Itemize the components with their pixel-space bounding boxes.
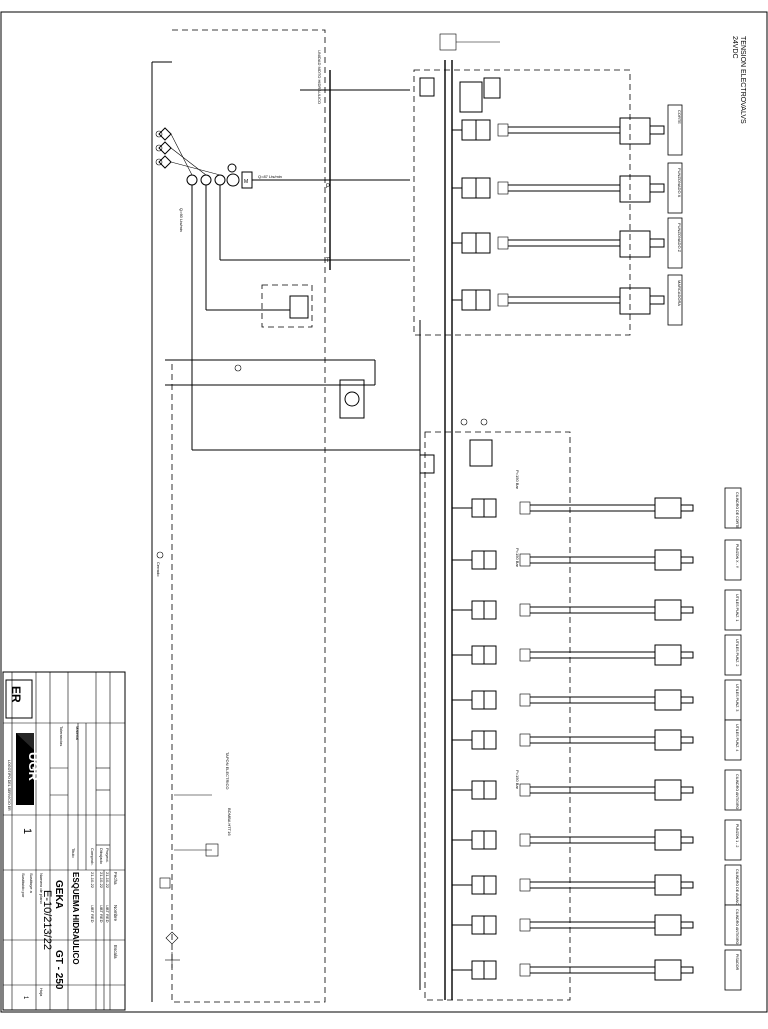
voltage-note-1: TENSION ELECTROVALVS [739, 36, 746, 124]
pressure-mark-1: P=150 Bar [515, 470, 520, 490]
sheet-frame [0, 11, 768, 1013]
lower-section-1: CILINDRO DE CORTE [452, 487, 742, 529]
sheet-label: Hoja [39, 988, 44, 997]
name-1: UBT RED [105, 905, 110, 923]
sheet-number: 1 [22, 996, 28, 1000]
upper-section-3: PUNZONADO Z [452, 217, 683, 269]
svg-text:M: M [244, 179, 248, 185]
lower-label-box-4 [724, 634, 742, 676]
pressure-mark-2: P=150 Bar [515, 548, 520, 568]
label-numero-plano: Numero de plano [39, 873, 44, 904]
date-2: 21-10-22 [99, 872, 104, 889]
upper-valve-sections: CORTE PUNZONADO X PUNZONADO Z MARCADORA [452, 104, 683, 326]
plan-number: E-10/213/22 [41, 890, 53, 950]
label-dibujado: Dibujado [99, 848, 104, 865]
lower-section-7: CILINDRO ANTIGIRO [452, 769, 742, 811]
logo-subtitle: LOGOTIPO DEL SERVICIO ER [7, 760, 11, 811]
lower-label-box-11 [724, 949, 742, 991]
logo-text: UGR [26, 752, 41, 782]
lower-section-4: UTILES PUNZ. 2 [452, 634, 742, 676]
lower-section-11: PISADOR [452, 949, 742, 991]
lower-section-6: UTILES PUNZ. 4 [452, 719, 742, 761]
lower-section-10: CILINDRO ANTIGIRO [452, 904, 742, 946]
upper-manifold [413, 33, 631, 336]
date-3: 21-10-22 [90, 872, 95, 889]
lower-label-box-8 [724, 819, 742, 861]
label-sustituido: Sustituido por [21, 873, 26, 898]
lower-function-label-10: CILINDRO ANTIGIRO [735, 909, 739, 945]
upper-actuator-label-1: CORTE [677, 110, 682, 124]
er-logo: ER [5, 679, 33, 719]
lower-section-8: PUNZON 1 - 2 [452, 819, 742, 861]
upper-label-box-1 [667, 104, 683, 156]
label-escala: Escala [113, 945, 118, 959]
misc-label-tapon: TAPON ELECTRICO [225, 752, 230, 790]
pressure-label-p: P [326, 184, 330, 190]
label-material: Material [75, 726, 80, 740]
upper-actuator-label-3: PUNZONADO Z [677, 223, 682, 253]
lower-section-5: UTILES PUNZ. 3 [452, 679, 742, 721]
lower-function-label-11: PISADOR [735, 954, 739, 971]
lower-function-label-4: UTILES PUNZ. 2 [735, 639, 739, 666]
upper-label-box-4 [667, 274, 683, 326]
model-name: GT - 250 [53, 950, 64, 990]
lower-function-label-7: CILINDRO ANTIGIRO [735, 774, 739, 810]
lower-label-box-1 [724, 487, 742, 529]
er-text: ER [9, 686, 23, 703]
lower-function-label-3: UTILES PUNZ. 1 [735, 594, 739, 621]
revision-number: 1 [21, 828, 33, 834]
lower-function-label-1: CILINDRO DE CORTE [735, 492, 739, 529]
upper-section-2: PUNZONADO X [452, 162, 683, 214]
lower-section-3: UTILES PUNZ. 1 [452, 589, 742, 631]
lower-label-box-2 [724, 539, 742, 581]
lower-label-box-6 [724, 719, 742, 761]
label-fecha: Fecha [113, 872, 118, 885]
company-name: GEKA [53, 880, 64, 909]
label-proyectado: Proyect. [105, 848, 110, 863]
name-2: UBT RED [99, 905, 104, 923]
unit-label: UNIDAD MOTO HIDRAULICO [317, 50, 322, 104]
date-1: 21-10-22 [105, 872, 110, 889]
pressure-mark-3: P=150 Bar [515, 770, 520, 790]
lower-function-label-5: UTILES PUNZ. 3 [735, 684, 739, 711]
label-nombre: Nombre [113, 905, 118, 922]
lower-function-label-2: PUNZON X - Y [735, 544, 739, 569]
label-tolerancias: Tolerancias [59, 726, 64, 746]
lower-label-box-3 [724, 589, 742, 631]
upper-section-4: MARCADORA [452, 274, 683, 326]
flow-label-2: Q=60 Lts/min [179, 208, 184, 232]
lower-label-box-10 [724, 904, 742, 946]
upper-label-box-2 [667, 162, 683, 214]
lower-manifold [419, 418, 571, 1001]
label-sustituye: Sustituye a [29, 873, 34, 894]
ugr-logo: UGR [16, 733, 41, 805]
upper-actuator-label-4: MARCADORA [677, 280, 682, 306]
name-3: UBT RED [90, 905, 95, 923]
upper-section-1: CORTE [452, 104, 683, 156]
label-comprobado: Comprob. [90, 848, 95, 866]
plan-title: ESQUEMA HIDRAULICO [71, 872, 80, 965]
main-supply-lines: P T [220, 60, 453, 1000]
upper-label-box-3 [667, 217, 683, 269]
lower-function-label-6: UTILES PUNZ. 4 [735, 724, 739, 751]
voltage-note-2: 24VDC [731, 36, 738, 59]
pressure-label-t: T [326, 258, 330, 264]
misc-label-bomba: BOMBA HTT16 [227, 808, 232, 836]
lower-function-label-9: CILINDRO DE AVANCE [735, 869, 739, 908]
lower-valve-sections: CILINDRO DE CORTE PUNZON X - Y UTILES PUNZ… [452, 487, 742, 991]
power-unit: UNIDAD MOTO HIDRAULICO M Q=87 Lts/min [151, 29, 420, 1003]
misc-label-cerrado: Cerrado [156, 562, 161, 577]
lower-section-2: PUNZON X - Y [452, 539, 742, 581]
upper-actuator-label-2: PUNZONADO X [677, 168, 682, 198]
title-block: UGR ER LOGOTIPO DEL SERVICIO ER Fecha No… [2, 671, 126, 1011]
lower-label-box-7 [724, 769, 742, 811]
lower-section-9: CILINDRO DE AVANCE [452, 864, 742, 908]
pump-group: M Q=87 Lts/min Q=60 Lts/min [155, 127, 330, 450]
flow-label-1: Q=87 Lts/min [258, 174, 282, 179]
lower-function-label-8: PUNZON 1 - 2 [735, 824, 739, 847]
label-titulo: Titulo [71, 848, 76, 858]
